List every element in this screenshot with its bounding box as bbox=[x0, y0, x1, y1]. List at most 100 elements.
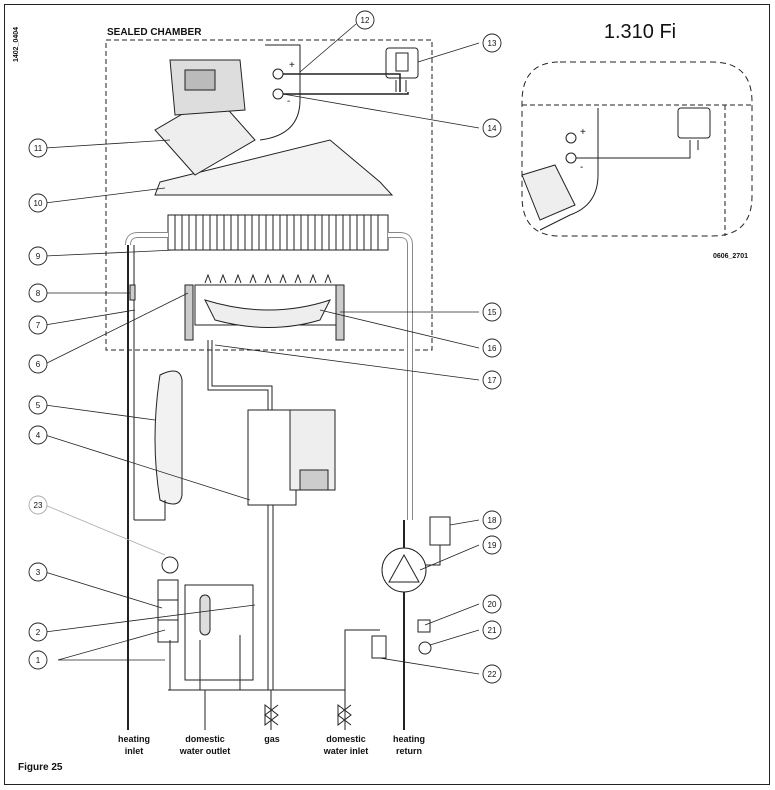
cold-water-pipe bbox=[168, 629, 380, 700]
safety-valve bbox=[417, 619, 431, 633]
connection-heating-return: heating return bbox=[393, 734, 425, 756]
inset-flue bbox=[539, 108, 599, 231]
burner bbox=[184, 273, 345, 341]
callout-circle bbox=[482, 620, 502, 640]
pressure-point-plus bbox=[272, 68, 284, 80]
callout-circle bbox=[482, 33, 502, 53]
expansion-vessel-pipe bbox=[134, 500, 166, 521]
callout-11: 11 bbox=[28, 138, 48, 158]
combustion-hood bbox=[154, 139, 394, 196]
callout-22: 22 bbox=[482, 664, 502, 684]
inset-minus-point bbox=[565, 152, 577, 164]
sealed-chamber-outline bbox=[105, 39, 433, 351]
callout-number: 7 bbox=[36, 321, 41, 330]
callout-number: 6 bbox=[36, 360, 41, 369]
callout-7: 7 bbox=[28, 315, 48, 335]
connection-domestic-water-inlet: domestic water inlet bbox=[323, 734, 369, 756]
automatic-air-vent bbox=[429, 516, 451, 546]
callout-10: 10 bbox=[28, 193, 48, 213]
doc-code: 1402_0404 bbox=[13, 27, 20, 62]
sealed-chamber-label: SEALED CHAMBER bbox=[107, 27, 202, 38]
callout-13: 13 bbox=[482, 33, 502, 53]
callout-14: 14 bbox=[482, 118, 502, 138]
callout-number: 22 bbox=[488, 670, 497, 679]
callout-number: 10 bbox=[34, 199, 43, 208]
gas-line bbox=[267, 505, 274, 690]
callout-circle bbox=[28, 138, 48, 158]
expansion-vessel bbox=[154, 370, 183, 505]
callout-circle bbox=[28, 246, 48, 266]
filling-tap bbox=[371, 635, 387, 659]
callout-circle bbox=[355, 10, 375, 30]
callout-number: 13 bbox=[488, 39, 497, 48]
callout-circle bbox=[28, 562, 48, 582]
callout-number: 9 bbox=[36, 252, 41, 261]
air-pressure-switch bbox=[385, 47, 419, 92]
fan bbox=[154, 59, 256, 176]
connection-gas: gas bbox=[264, 734, 280, 744]
callout-number: 15 bbox=[488, 308, 497, 317]
callout-number: 19 bbox=[488, 541, 497, 550]
callout-circle bbox=[482, 510, 502, 530]
callout-number: 21 bbox=[488, 626, 497, 635]
callout-5: 5 bbox=[28, 395, 48, 415]
callout-circle bbox=[482, 338, 502, 358]
callout-19: 19 bbox=[482, 535, 502, 555]
inset-minus-sign: - bbox=[580, 162, 583, 173]
callout-circle bbox=[28, 193, 48, 213]
callout-number: 12 bbox=[361, 16, 370, 25]
callout-circle bbox=[28, 283, 48, 303]
callout-circle bbox=[28, 495, 48, 515]
callout-3: 3 bbox=[28, 562, 48, 582]
flow-pipe-fill bbox=[126, 233, 412, 520]
callout-21: 21 bbox=[482, 620, 502, 640]
callout-number: 2 bbox=[36, 628, 41, 637]
callout-circle bbox=[482, 535, 502, 555]
callout-circle bbox=[482, 118, 502, 138]
conn-gas-l1: gas bbox=[264, 734, 280, 744]
conn-dwi-l2: water inlet bbox=[323, 746, 369, 756]
callout-number: 17 bbox=[488, 376, 497, 385]
callout-number: 20 bbox=[488, 600, 497, 609]
callout-15: 15 bbox=[482, 302, 502, 322]
callout-4: 4 bbox=[28, 425, 48, 445]
callout-23: 23 bbox=[28, 495, 48, 515]
leader-lines bbox=[44, 23, 480, 675]
drain-tap bbox=[418, 641, 432, 655]
connection-domestic-water-outlet: domestic water outlet bbox=[179, 734, 231, 756]
callout-circle bbox=[28, 622, 48, 642]
callout-number: 16 bbox=[488, 344, 497, 353]
callout-number: 18 bbox=[488, 516, 497, 525]
inset-tube bbox=[576, 140, 699, 159]
connection-heating-inlet: heating inlet bbox=[118, 734, 150, 756]
callout-circle bbox=[482, 594, 502, 614]
callout-circle bbox=[28, 354, 48, 374]
inset-plus-point bbox=[565, 132, 577, 144]
callout-16: 16 bbox=[482, 338, 502, 358]
plus-sign: + bbox=[289, 60, 295, 71]
callout-circle bbox=[28, 395, 48, 415]
callout-circle bbox=[28, 425, 48, 445]
circulation-pump bbox=[381, 545, 441, 593]
conn-dwi-l1: domestic bbox=[326, 734, 366, 744]
conn-heating-inlet-l1: heating bbox=[118, 734, 150, 744]
callout-8: 8 bbox=[28, 283, 48, 303]
conn-dwo-l2: water outlet bbox=[179, 746, 231, 756]
callout-12: 12 bbox=[355, 10, 375, 30]
callout-9: 9 bbox=[28, 246, 48, 266]
callout-number: 23 bbox=[34, 501, 43, 510]
inset-pressure-switch bbox=[677, 107, 711, 139]
callout-17: 17 bbox=[482, 370, 502, 390]
gas-valve bbox=[247, 409, 336, 506]
callout-1: 1 bbox=[28, 650, 48, 670]
callout-circle bbox=[482, 370, 502, 390]
inset-fan bbox=[521, 164, 576, 221]
callout-circle bbox=[28, 315, 48, 335]
callout-number: 11 bbox=[34, 144, 43, 153]
detail-inset-outline bbox=[521, 61, 753, 237]
inset-plus-sign: + bbox=[580, 127, 586, 138]
callout-number: 3 bbox=[36, 568, 41, 577]
outlet-stubs bbox=[204, 690, 346, 730]
flue-hood bbox=[259, 44, 301, 141]
